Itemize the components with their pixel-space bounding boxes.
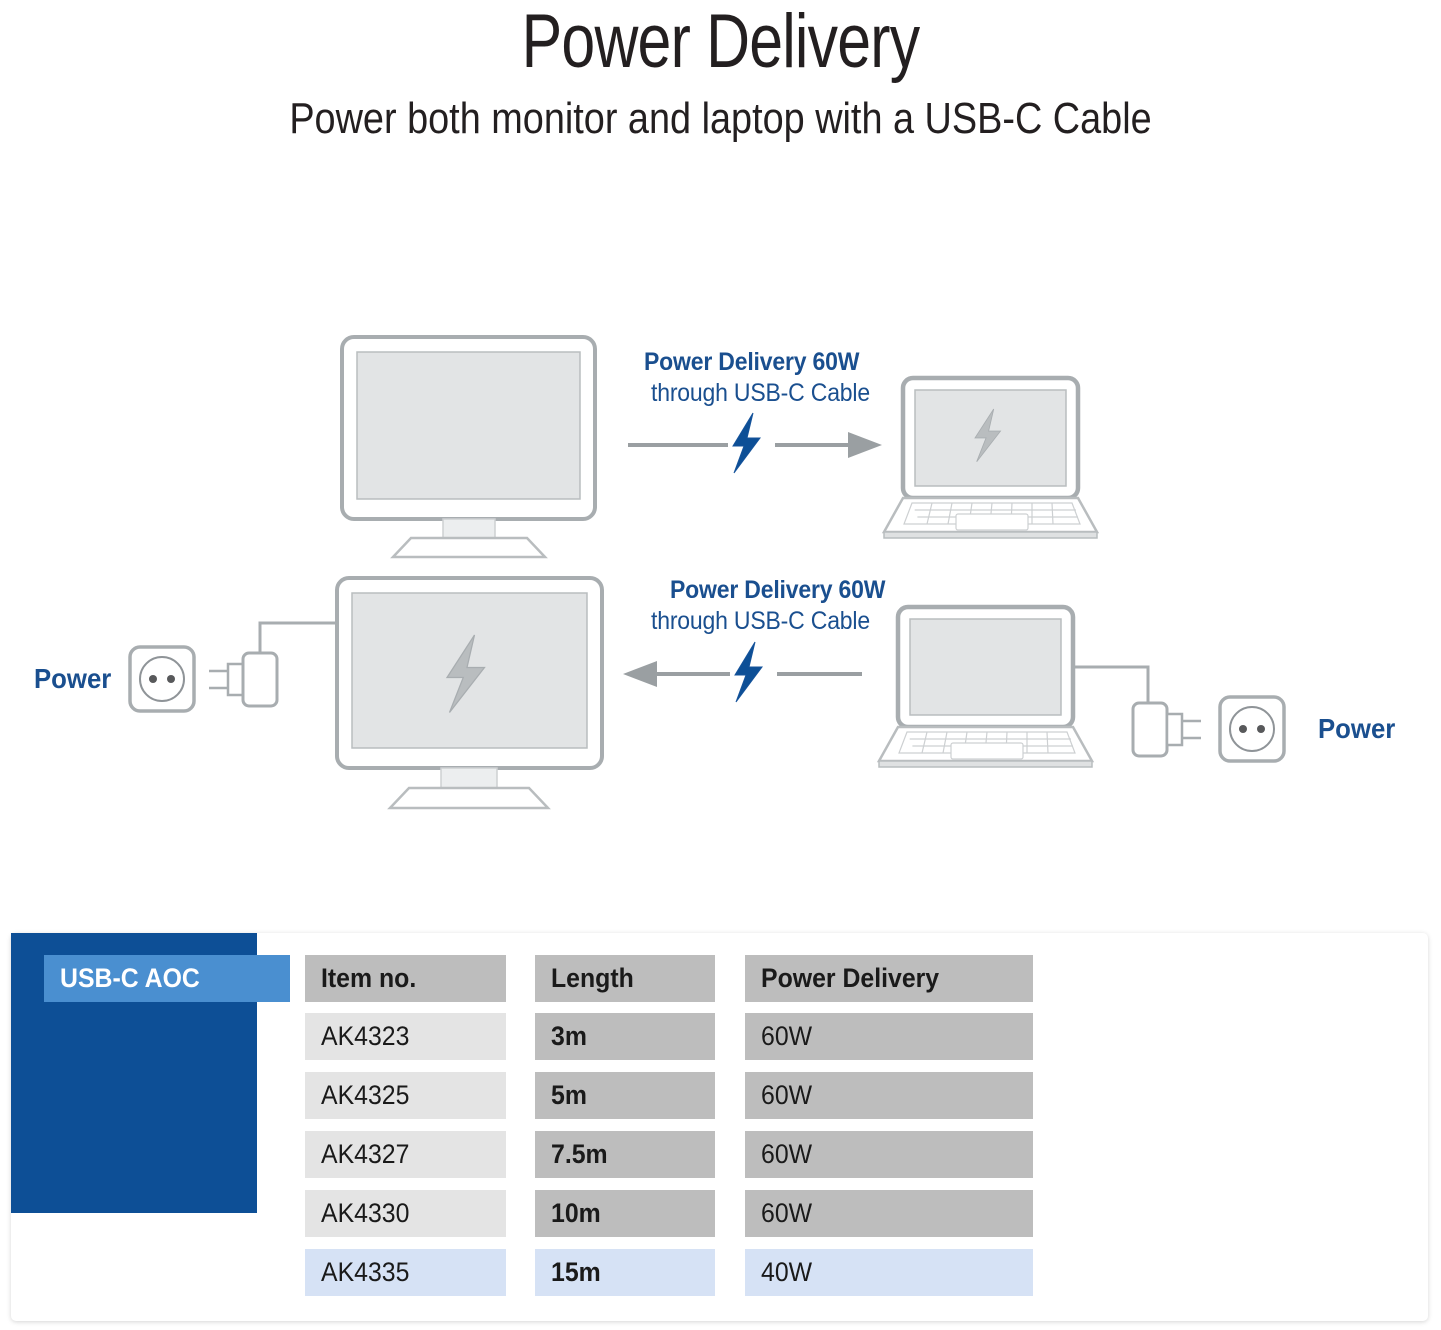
cell-length: 3m bbox=[551, 1021, 587, 1051]
power-flow-arrow-row2 bbox=[623, 661, 862, 687]
cell-power-delivery: 40W bbox=[761, 1257, 813, 1287]
pd-label-row2-line1: Power Delivery 60W bbox=[670, 576, 886, 604]
column-header-item-no: Item no. bbox=[305, 955, 506, 1002]
lightning-bolt-icon-row1 bbox=[732, 412, 761, 474]
lightning-bolt-icon-row2 bbox=[734, 641, 763, 703]
cell-power-delivery: 60W bbox=[761, 1198, 813, 1228]
table-row: 60W bbox=[745, 1072, 1033, 1119]
cell-item-no: AK4335 bbox=[321, 1257, 410, 1287]
table-row: 5m bbox=[535, 1072, 715, 1119]
power-adapter-icon-row1 bbox=[209, 621, 337, 708]
cell-item-no: AK4325 bbox=[321, 1080, 410, 1110]
cell-item-no: AK4327 bbox=[321, 1139, 410, 1169]
power-label-row1: Power bbox=[34, 663, 112, 694]
table-row: 60W bbox=[745, 1013, 1033, 1060]
table-row: 60W bbox=[745, 1131, 1033, 1178]
monitor-icon-row2 bbox=[335, 576, 604, 810]
table-row: 40W bbox=[745, 1249, 1033, 1296]
table-row: 7.5m bbox=[535, 1131, 715, 1178]
table-row: 3m bbox=[535, 1013, 715, 1060]
table-category-header: USB-C AOC bbox=[44, 955, 290, 1002]
power-adapter-icon-row2 bbox=[1131, 701, 1201, 758]
pd-label-row2-line2: through USB-C Cable bbox=[651, 607, 870, 635]
table-row: 10m bbox=[535, 1190, 715, 1237]
product-table-panel: USB-C AOC Item no. Length Power Delivery… bbox=[11, 933, 1428, 1321]
table-category-label: USB-C AOC bbox=[60, 963, 200, 993]
cell-item-no: AK4323 bbox=[321, 1021, 410, 1051]
cell-power-delivery: 60W bbox=[761, 1139, 813, 1169]
pd-label-row1-line1: Power Delivery 60W bbox=[644, 348, 860, 376]
pd-label-row1-line2: through USB-C Cable bbox=[651, 379, 870, 407]
table-row: AK4330 bbox=[305, 1190, 506, 1237]
cell-length: 10m bbox=[551, 1198, 601, 1228]
table-row: AK4335 bbox=[305, 1249, 506, 1296]
cell-length: 7.5m bbox=[551, 1139, 608, 1169]
cell-power-delivery: 60W bbox=[761, 1080, 813, 1110]
table-row: AK4327 bbox=[305, 1131, 506, 1178]
column-header-item-no-label: Item no. bbox=[321, 963, 417, 993]
power-label-row2: Power bbox=[1318, 713, 1396, 744]
page-header: Power Delivery Power both monitor and la… bbox=[0, 0, 1441, 144]
column-header-power-delivery: Power Delivery bbox=[745, 955, 1033, 1002]
cell-length: 15m bbox=[551, 1257, 601, 1287]
monitor-icon-row1 bbox=[340, 335, 597, 559]
page-subtitle: Power both monitor and laptop with a USB… bbox=[289, 93, 1152, 143]
laptop-icon-row2 bbox=[876, 604, 1095, 768]
cell-item-no: AK4330 bbox=[321, 1198, 410, 1228]
table-row: 15m bbox=[535, 1249, 715, 1296]
cell-power-delivery: 60W bbox=[761, 1021, 813, 1051]
laptop-icon-row1 bbox=[881, 375, 1100, 539]
page-title: Power Delivery bbox=[521, 0, 920, 84]
product-table: USB-C AOC Item no. Length Power Delivery… bbox=[11, 933, 1428, 1321]
column-header-length: Length bbox=[535, 955, 715, 1002]
diagram-canvas bbox=[128, 335, 1286, 810]
table-row: AK4325 bbox=[305, 1072, 506, 1119]
power-flow-arrow-row1 bbox=[628, 432, 882, 458]
power-cable-row2 bbox=[1073, 665, 1150, 703]
table-row: AK4323 bbox=[305, 1013, 506, 1060]
column-header-length-label: Length bbox=[551, 963, 634, 993]
power-delivery-diagram: Power Power Delivery 60W through USB-C C… bbox=[0, 180, 1441, 880]
power-socket-icon-row1 bbox=[128, 645, 196, 713]
cell-length: 5m bbox=[551, 1080, 587, 1110]
column-header-power-delivery-label: Power Delivery bbox=[761, 963, 940, 993]
power-socket-icon-row2 bbox=[1218, 695, 1286, 763]
table-row: 60W bbox=[745, 1190, 1033, 1237]
